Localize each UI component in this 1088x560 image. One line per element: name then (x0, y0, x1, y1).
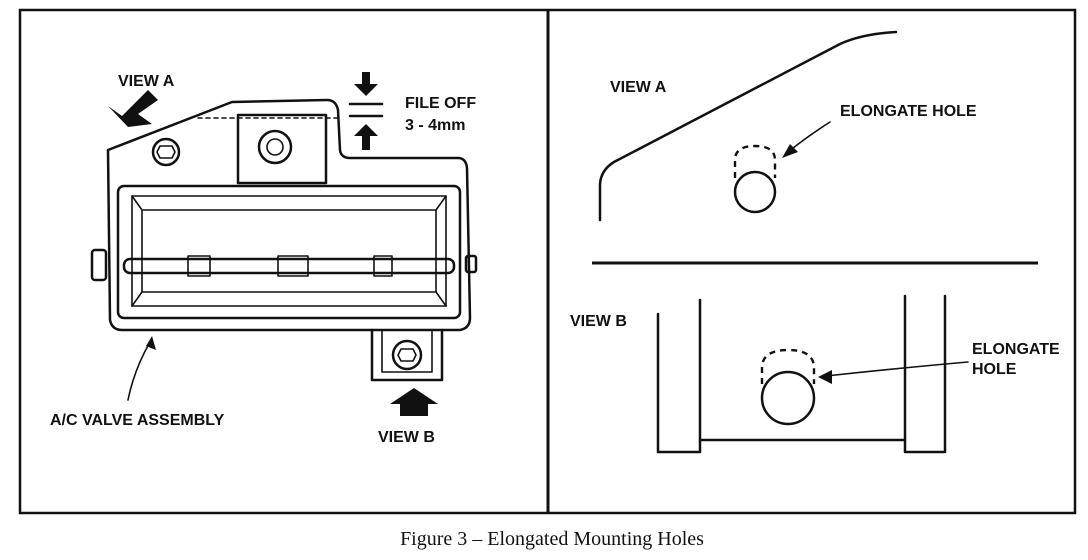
inner-bevel (131, 195, 447, 307)
view-a-profile (598, 30, 898, 222)
view-b-label-right: VIEW B (570, 313, 627, 330)
view-a-callout-leader (787, 121, 831, 153)
view-b-callout-leader (825, 361, 969, 377)
assembly-leader-head (146, 336, 156, 350)
view-a-callout: ELONGATE HOLE (840, 103, 977, 120)
view-a-arrow (108, 90, 158, 127)
tab-bolt-hole (266, 138, 284, 156)
mounting-tab (236, 113, 328, 185)
file-off-label: FILE OFF (405, 95, 476, 112)
file-off-amount: 3 - 4mm (405, 117, 465, 134)
valve-shaft (122, 257, 456, 275)
view-a-elongated-outline (733, 144, 777, 178)
view-b-callout-line2: HOLE (972, 361, 1017, 378)
lower-bracket-inner (381, 329, 433, 373)
file-off-down-arrow (354, 72, 378, 96)
shaft-end-left (90, 248, 108, 282)
lower-bolt (391, 339, 423, 371)
corner-bolt (151, 137, 181, 167)
view-a-callout-head (782, 144, 798, 158)
tab-bolt (257, 129, 293, 165)
file-off-up-arrow (354, 124, 378, 150)
view-a-existing-hole (733, 170, 777, 214)
lower-bracket (370, 328, 444, 382)
view-b-callout-head (818, 370, 832, 384)
view-b-callout-line1: ELONGATE (972, 341, 1060, 358)
view-b-right-rail (903, 294, 947, 454)
figure-caption: Figure 3 – Elongated Mounting Holes (400, 528, 704, 550)
lower-bolt-hex (397, 348, 417, 362)
view-b-arrow (390, 388, 438, 416)
assembly-leader (127, 341, 151, 401)
shaft-end-right (464, 254, 478, 274)
inner-window (131, 195, 447, 307)
shaft-collar-1 (187, 255, 211, 277)
view-a-label-right: VIEW A (610, 79, 667, 96)
view-b-label-left: VIEW B (378, 429, 435, 446)
right-panel: VIEW A ELONGATE HOLE VIEW B ELONGATE HOL… (570, 30, 1060, 454)
view-a-label-left: VIEW A (118, 73, 175, 90)
inner-housing (116, 184, 462, 320)
valve-body-outline (106, 98, 472, 332)
assembly-label: A/C VALVE ASSEMBLY (50, 412, 225, 429)
view-b-elongated-outline (760, 348, 816, 384)
view-b-left-rail (656, 298, 702, 454)
corner-bolt-hex (156, 145, 176, 159)
shaft-collar-3 (373, 255, 393, 277)
view-b-existing-hole (760, 370, 816, 426)
left-panel: VIEW A FILE OFF 3 - 4mm VIEW B A/C VALVE… (50, 72, 478, 446)
shaft-collar-2 (277, 255, 309, 277)
